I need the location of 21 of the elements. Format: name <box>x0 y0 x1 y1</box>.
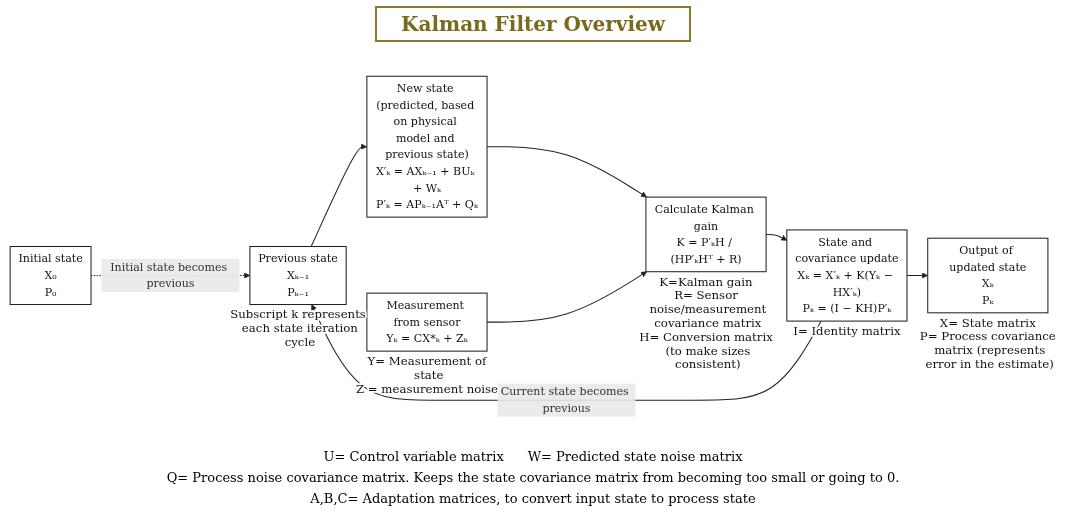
node-box: Output of updated state Xₖ Pₖ <box>927 237 1049 314</box>
node-box: New state (predicted, based on physical model and previous state) X′ₖ = AXₖ₋₁ + BUₖ + Wₖ P′ₖ = APₖ₋₁Aᵀ + Qₖ <box>366 75 488 218</box>
note-text: A,B,C= Adaptation matrices, to convert input state to process state <box>310 491 756 506</box>
note-text: K=Kalman gain <box>659 274 753 289</box>
node-box: Calculate Kalman gain K = P′ₖH / (HP′ₖHᵀ + R) <box>645 196 767 273</box>
note-text: W= Predicted state noise matrix <box>527 449 743 464</box>
node-box: Initial state X₀ P₀ <box>9 246 92 306</box>
note-text: R= Sensor noise/measurement covariance matrix <box>649 288 767 330</box>
node-box: Previous state Xₖ₋₁ Pₖ₋₁ <box>249 246 347 306</box>
note-text: Y= Measurement of state <box>367 353 487 382</box>
edge-label: Initial state becomes previous <box>110 260 228 291</box>
note-text: U= Control variable matrix <box>323 449 504 464</box>
note-text: X= State matrix <box>939 315 1036 330</box>
note-text: H= Conversion matrix (to make sizes consistent) <box>639 329 773 372</box>
node-box: Measurement from sensor Yₖ = CX*ₖ + Zₖ <box>366 292 488 352</box>
note-text: P= Process covariance matrix (represents error in the estimate) <box>919 329 1056 372</box>
node-box: State and covariance update Xₖ = X′ₖ + K(Yₖ − HX′ₖ) Pₖ = (I − KH)P′ₖ <box>786 229 908 322</box>
note-text: Q= Process noise covariance matrix. Keeps the state covariance matrix from becoming too small or going to 0. <box>166 470 900 485</box>
edge-label: Current state becomes previous <box>500 384 629 415</box>
note-text: Z = measurement noise <box>355 381 498 396</box>
title-box: Kalman Filter Overview <box>375 6 691 42</box>
